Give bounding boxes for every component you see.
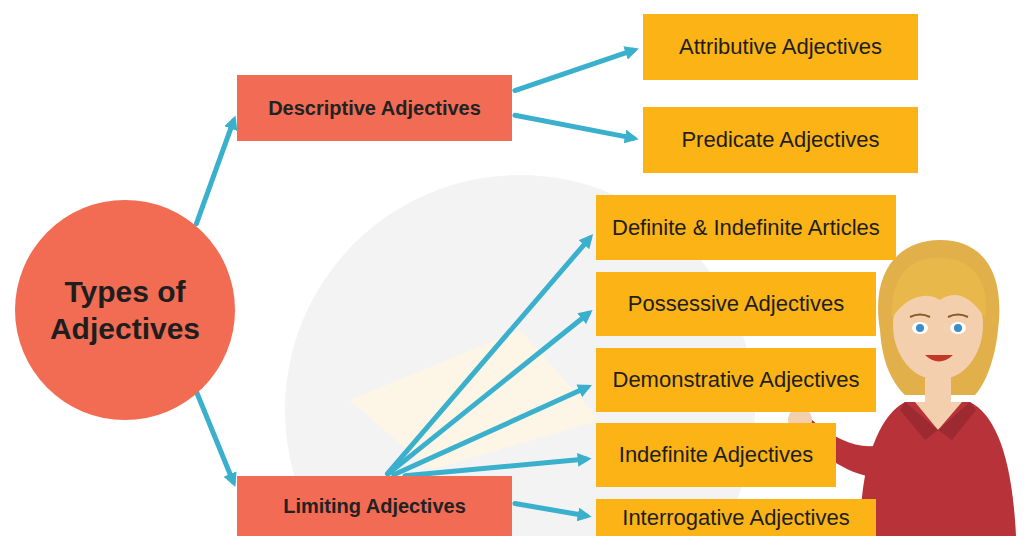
- type-box: Indefinite Adjectives: [596, 423, 836, 487]
- node-label: Descriptive Adjectives: [268, 97, 481, 120]
- arrow-connector: [197, 392, 234, 482]
- node-label: Indefinite Adjectives: [619, 442, 813, 468]
- node-label: Predicate Adjectives: [681, 127, 879, 153]
- arrow-connector: [388, 313, 588, 474]
- node-label: Demonstrative Adjectives: [613, 367, 860, 393]
- arrow-connector: [394, 387, 587, 474]
- arrow-connector: [387, 238, 589, 473]
- fringe: [892, 258, 986, 318]
- node-label: Attributive Adjectives: [679, 34, 882, 60]
- type-box: Predicate Adjectives: [643, 107, 918, 173]
- node-label: Interrogative Adjectives: [622, 505, 849, 531]
- category-box: Descriptive Adjectives: [237, 75, 512, 141]
- eyebrows: [910, 315, 968, 318]
- node-label: Definite & Indefinite Articles: [612, 215, 880, 241]
- arrow-connector: [515, 504, 586, 516]
- node-label: Possessive Adjectives: [628, 291, 844, 317]
- type-box: Demonstrative Adjectives: [596, 348, 876, 412]
- mouth: [925, 355, 953, 362]
- type-box: Interrogative Adjectives: [596, 499, 876, 536]
- eye: [950, 322, 966, 334]
- node-label: Limiting Adjectives: [283, 495, 466, 518]
- arrow-connector: [515, 50, 634, 90]
- arrow-connector: [405, 459, 586, 476]
- root-circle: Types of Adjectives: [15, 200, 235, 420]
- type-box: Attributive Adjectives: [643, 14, 918, 80]
- type-box: Possessive Adjectives: [596, 272, 876, 336]
- collar: [900, 402, 976, 440]
- node-label: Types of Adjectives: [41, 273, 209, 348]
- hair: [878, 240, 999, 395]
- arrow-connector: [196, 121, 233, 224]
- circle-shape: [15, 200, 235, 420]
- iris: [954, 324, 962, 332]
- type-box: Definite & Indefinite Articles: [596, 195, 896, 260]
- eye: [912, 322, 928, 334]
- circle-fill: [15, 200, 235, 420]
- category-box: Limiting Adjectives: [237, 476, 512, 536]
- arrow-connector: [515, 115, 633, 138]
- iris: [916, 324, 924, 332]
